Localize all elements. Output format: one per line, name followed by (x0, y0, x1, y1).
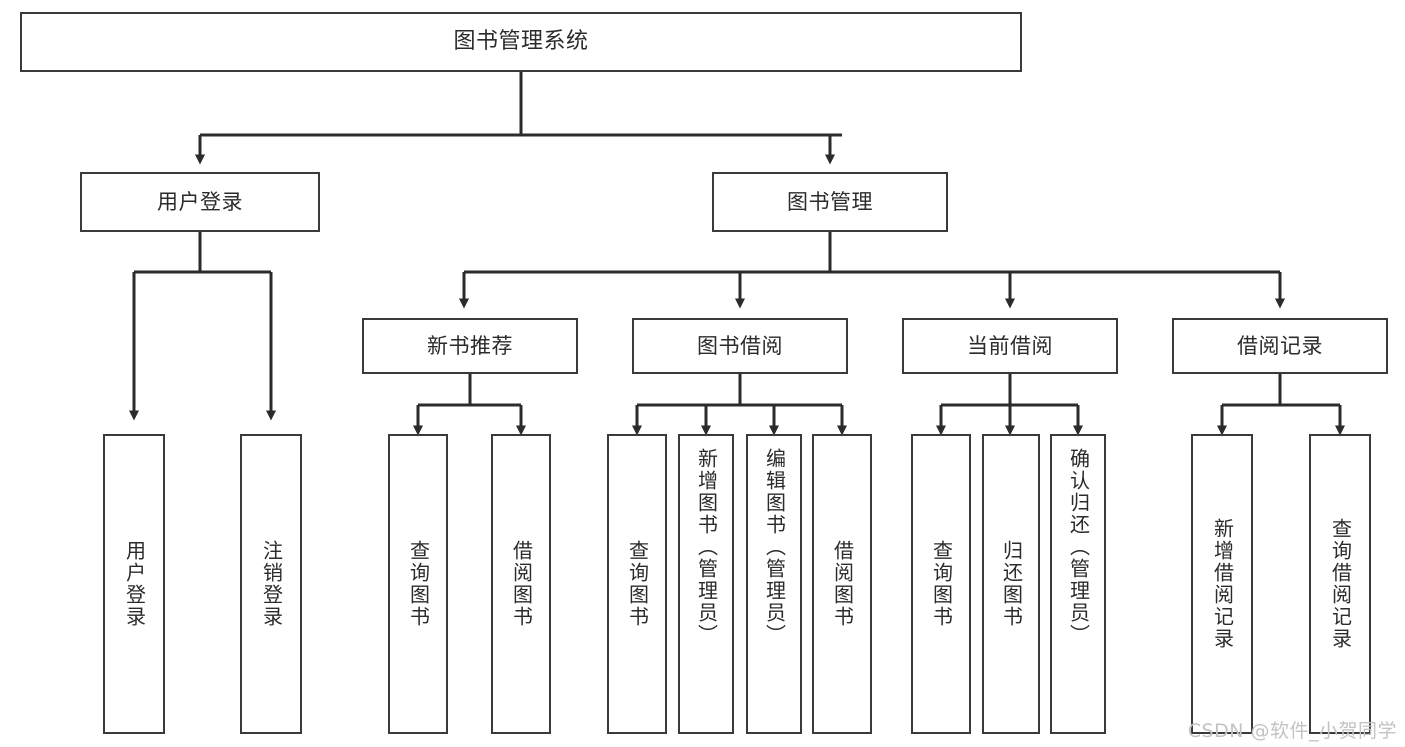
node-root-label: 图书管理系统 (453, 29, 589, 55)
node-root[interactable]: 图书管理系统 (20, 12, 1022, 72)
node-leaf-add-book[interactable]: 新增图书（管理员） (678, 434, 734, 734)
node-leaf-query-book-2-label: 查询图书 (625, 540, 650, 628)
node-leaf-user-login[interactable]: 用户登录 (103, 434, 165, 734)
node-book-manage-label: 图书管理 (787, 189, 873, 214)
node-book-manage[interactable]: 图书管理 (712, 172, 948, 232)
node-leaf-query-record[interactable]: 查询借阅记录 (1309, 434, 1371, 734)
node-leaf-borrow-book-2[interactable]: 借阅图书 (812, 434, 872, 734)
node-new-book-rec-label: 新书推荐 (427, 333, 513, 358)
node-borrow-record-label: 借阅记录 (1237, 333, 1323, 358)
watermark: CSDN @软件_小贺同学 (1187, 720, 1397, 742)
node-leaf-query-book-1-label: 查询图书 (406, 540, 431, 628)
node-current-borrow[interactable]: 当前借阅 (902, 318, 1118, 374)
node-user-login[interactable]: 用户登录 (80, 172, 320, 232)
node-leaf-add-record-label: 新增借阅记录 (1210, 518, 1235, 650)
node-leaf-confirm-return-label: 确认归还（管理员） (1066, 448, 1091, 646)
node-leaf-borrow-book-2-label: 借阅图书 (830, 540, 855, 628)
node-leaf-user-login-label: 用户登录 (122, 540, 147, 628)
node-leaf-edit-book-label: 编辑图书（管理员） (762, 448, 787, 646)
node-leaf-borrow-book-1[interactable]: 借阅图书 (491, 434, 551, 734)
node-leaf-add-record[interactable]: 新增借阅记录 (1191, 434, 1253, 734)
node-leaf-logout[interactable]: 注销登录 (240, 434, 302, 734)
node-leaf-query-book-3[interactable]: 查询图书 (911, 434, 971, 734)
node-new-book-rec[interactable]: 新书推荐 (362, 318, 578, 374)
node-book-borrow-label: 图书借阅 (697, 333, 783, 358)
node-current-borrow-label: 当前借阅 (967, 333, 1053, 358)
node-leaf-query-book-1[interactable]: 查询图书 (388, 434, 448, 734)
node-leaf-query-record-label: 查询借阅记录 (1328, 518, 1353, 650)
node-leaf-add-book-label: 新增图书（管理员） (694, 448, 719, 646)
node-book-borrow[interactable]: 图书借阅 (632, 318, 848, 374)
node-user-login-label: 用户登录 (157, 189, 243, 214)
node-leaf-query-book-2[interactable]: 查询图书 (607, 434, 667, 734)
node-borrow-record[interactable]: 借阅记录 (1172, 318, 1388, 374)
node-leaf-logout-label: 注销登录 (259, 540, 284, 628)
node-leaf-confirm-return[interactable]: 确认归还（管理员） (1050, 434, 1106, 734)
node-leaf-return-book-label: 归还图书 (999, 540, 1024, 628)
node-leaf-edit-book[interactable]: 编辑图书（管理员） (746, 434, 802, 734)
node-leaf-borrow-book-1-label: 借阅图书 (509, 540, 534, 628)
node-leaf-query-book-3-label: 查询图书 (929, 540, 954, 628)
node-leaf-return-book[interactable]: 归还图书 (982, 434, 1040, 734)
